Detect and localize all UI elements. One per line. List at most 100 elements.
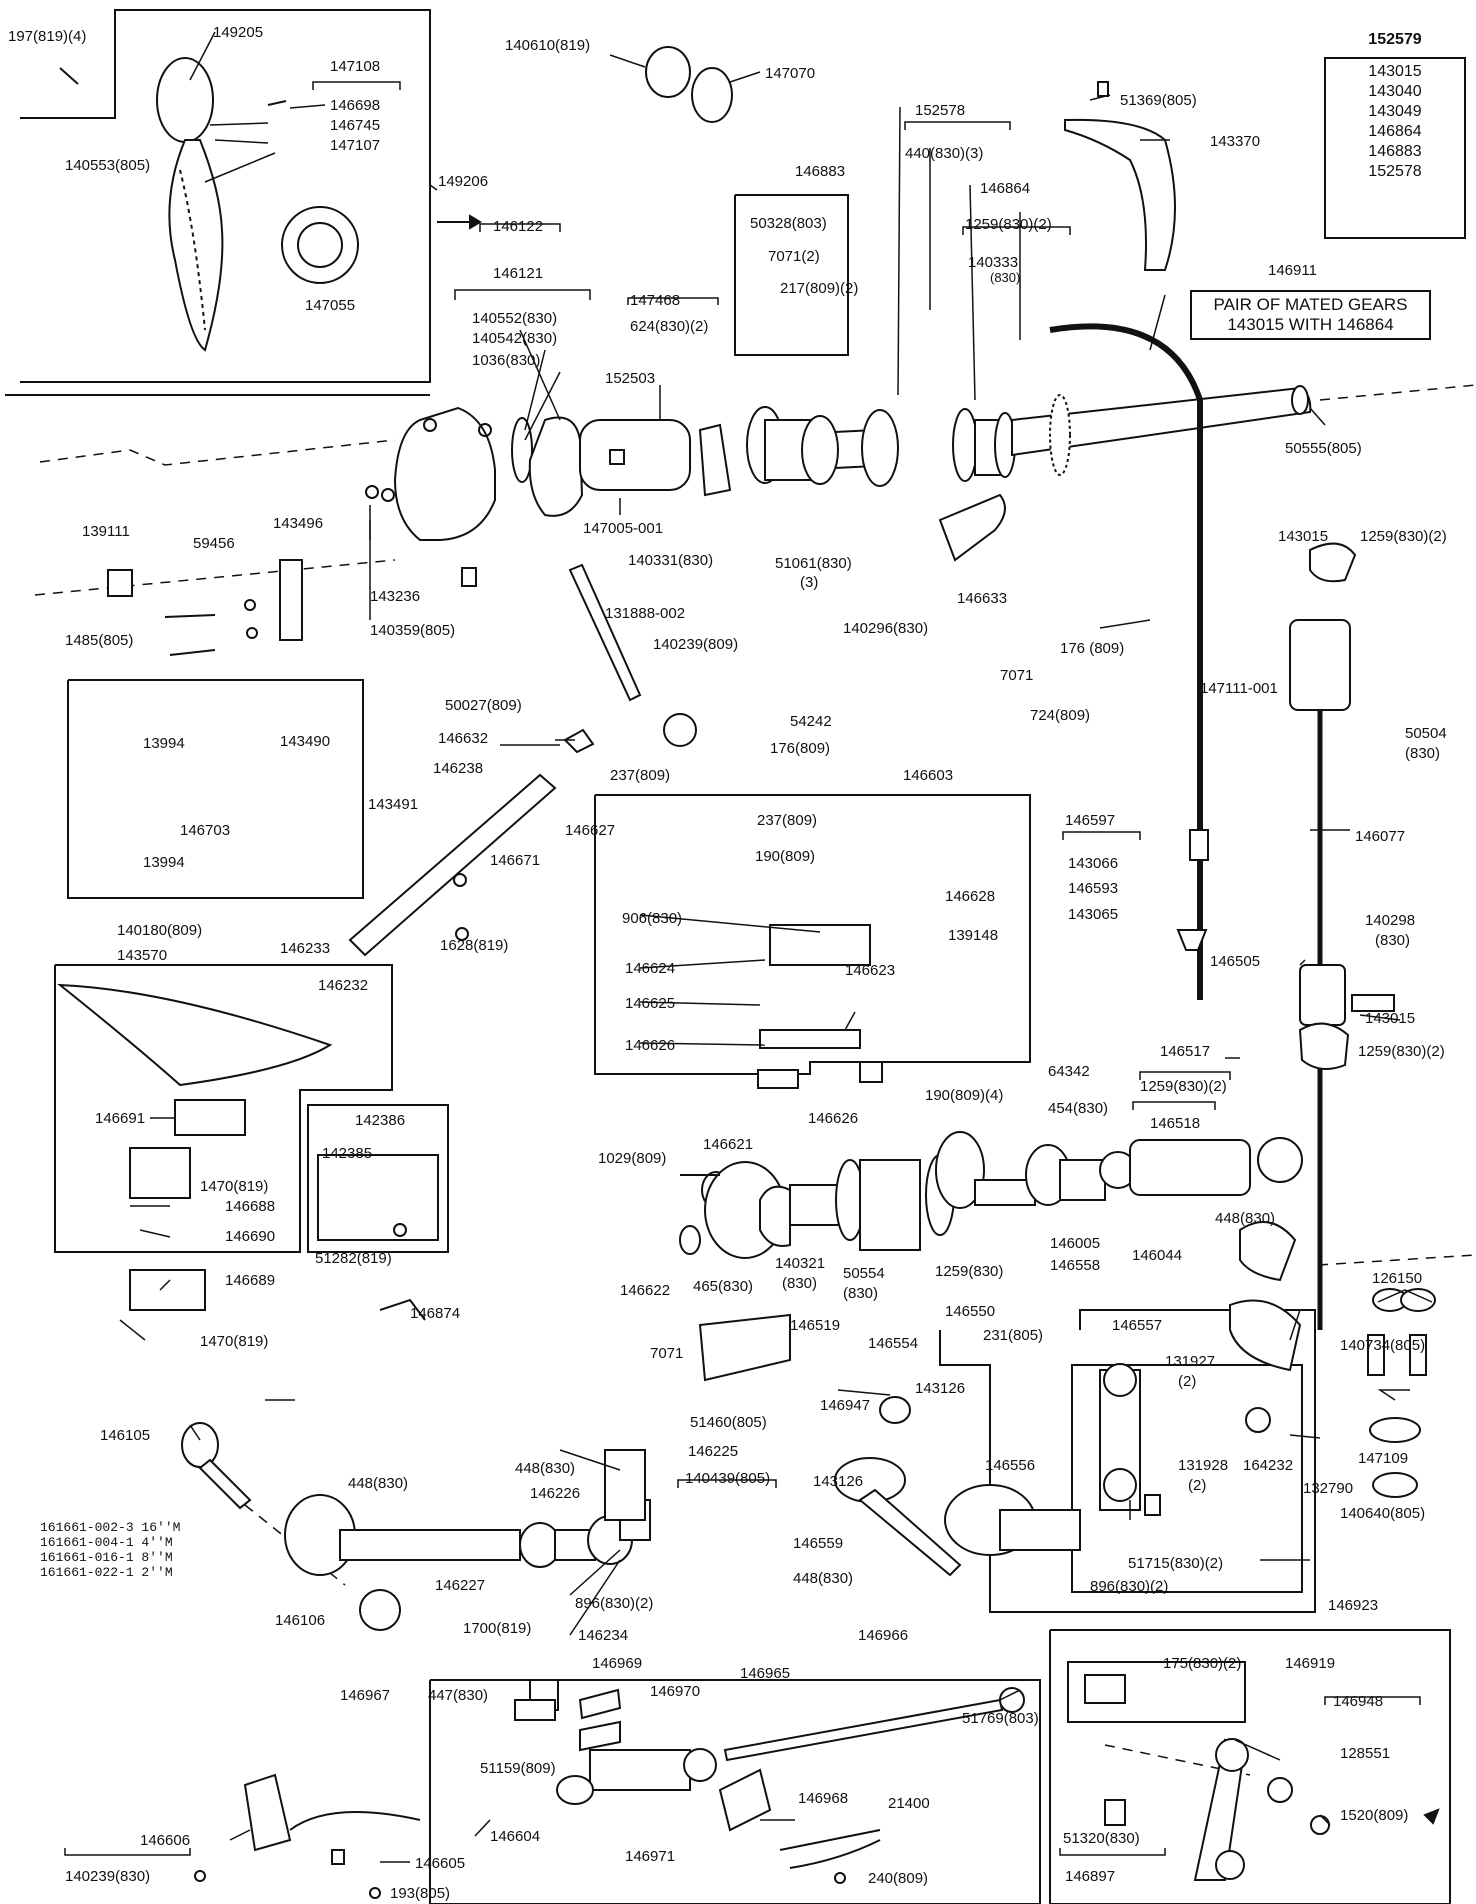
part-label: 447(830) xyxy=(428,1687,489,1704)
part-label: 146106 xyxy=(275,1612,326,1629)
part-label: 146556 xyxy=(985,1457,1036,1474)
part-label: 147107 xyxy=(330,137,381,154)
part-label: 146558 xyxy=(1050,1257,1101,1274)
upper-shaft-assembly xyxy=(393,385,1312,541)
part-label: 140333 xyxy=(968,254,1019,271)
part-label: 147005-001 xyxy=(583,520,664,537)
part-label: 51460(805) xyxy=(690,1414,767,1431)
part-label: 13994 xyxy=(143,854,185,871)
part-label: 147109 xyxy=(1358,1450,1409,1467)
part-label: 146698 xyxy=(330,97,381,114)
part-label: 146688 xyxy=(225,1198,276,1215)
part-label: 1259(830)(2) xyxy=(1358,1043,1445,1060)
kit-item: 146883 xyxy=(1368,143,1422,160)
part-label: 146105 xyxy=(100,1427,151,1444)
part-label: 50504 xyxy=(1405,725,1447,742)
part-label: 146225 xyxy=(688,1443,739,1460)
part-label: 146505 xyxy=(1210,953,1261,970)
part-label: 51369(805) xyxy=(1120,92,1197,109)
part-label: 147070 xyxy=(765,65,816,82)
part-label: 140298 xyxy=(1365,912,1416,929)
part-label: 147468 xyxy=(630,292,681,309)
part-label: 143126 xyxy=(915,1380,966,1397)
part-label: 140180(809) xyxy=(117,922,203,939)
part-label: 51320(830) xyxy=(1063,1830,1140,1847)
part-label: 176 (809) xyxy=(1060,640,1125,657)
part-label: (3) xyxy=(800,574,819,591)
part-label: 146077 xyxy=(1355,828,1406,845)
part-label: (830) xyxy=(1405,745,1441,762)
kit-item: 143049 xyxy=(1368,103,1422,120)
part-label: 146122 xyxy=(493,218,544,235)
part-label: 50554 xyxy=(843,1265,885,1282)
part-label: 440(830)(3) xyxy=(905,145,984,162)
part-label: 140610(819) xyxy=(505,37,591,54)
leader-lines xyxy=(119,31,1401,1863)
part-label: 143066 xyxy=(1068,855,1119,872)
part-label: 140359(805) xyxy=(370,622,456,639)
part-label: 146621 xyxy=(703,1136,754,1153)
part-label: (830) xyxy=(990,270,1021,285)
part-label: 13994 xyxy=(143,735,185,752)
part-label: 146703 xyxy=(180,822,231,839)
part-label: 146554 xyxy=(868,1335,919,1352)
part-label: 1036(830) xyxy=(472,352,541,369)
part-label: 140542(830) xyxy=(472,330,558,347)
part-label: 146627 xyxy=(565,822,616,839)
part-label: 1470(819) xyxy=(200,1178,269,1195)
part-label: 146233 xyxy=(280,940,331,957)
part-label: 1259(830)(2) xyxy=(1140,1078,1227,1095)
part-label: 1485(805) xyxy=(65,632,134,649)
part-label: 1259(830)(2) xyxy=(1360,528,1447,545)
part-label: 906(830) xyxy=(622,910,683,927)
kit-item: 143040 xyxy=(1368,83,1422,100)
part-label: 146971 xyxy=(625,1848,676,1865)
part-label: 146626 xyxy=(808,1110,859,1127)
part-label: 7071 xyxy=(650,1345,684,1362)
part-label: 190(809)(4) xyxy=(925,1087,1004,1104)
kit-item: 146864 xyxy=(1368,123,1422,140)
part-label: 147108 xyxy=(330,58,381,75)
part-label: 140439(805) xyxy=(685,1470,771,1487)
part-label: 146745 xyxy=(330,117,381,134)
part-label: 146691 xyxy=(95,1110,146,1127)
part-label: 146044 xyxy=(1132,1247,1183,1264)
part-label: 149206 xyxy=(438,173,489,190)
part-label: 131888-002 xyxy=(605,605,686,622)
part-label: 146625 xyxy=(625,995,676,1012)
part-label: 143490 xyxy=(280,733,331,750)
part-label: 54242 xyxy=(790,713,832,730)
kit-list: 152579 143015 143040 143049 146864 14688… xyxy=(1325,30,1465,182)
part-label: 143370 xyxy=(1210,133,1261,150)
part-label: 140640(805) xyxy=(1340,1505,1426,1522)
part-label: 1470(819) xyxy=(200,1333,269,1350)
part-label: 142386 xyxy=(355,1112,406,1129)
part-label: 448(830) xyxy=(1215,1210,1276,1227)
part-label: 142385 xyxy=(322,1145,373,1162)
part-label: 21400 xyxy=(888,1795,930,1812)
part-label: 140296(830) xyxy=(843,620,929,637)
part-label: 237(809) xyxy=(757,812,818,829)
part-label: 465(830) xyxy=(693,1278,754,1295)
part-label: 1520(809) xyxy=(1340,1807,1409,1824)
part-label: 146226 xyxy=(530,1485,581,1502)
part-label: 231(805) xyxy=(983,1327,1044,1344)
part-label: 146969 xyxy=(592,1655,643,1672)
part-label: (2) xyxy=(1188,1477,1207,1494)
part-label: 146597 xyxy=(1065,812,1116,829)
part-label: 146557 xyxy=(1112,1317,1163,1334)
part-label: 146968 xyxy=(798,1790,849,1807)
part-label: 448(830) xyxy=(515,1460,576,1477)
part-label: 7071 xyxy=(1000,667,1034,684)
thread-unit-artwork xyxy=(59,57,359,352)
part-label: 146603 xyxy=(903,767,954,784)
part-label: 51282(819) xyxy=(315,1250,392,1267)
part-label: 724(809) xyxy=(1030,707,1091,724)
part-label: 146897 xyxy=(1065,1868,1116,1885)
part-label: 147055 xyxy=(305,297,356,314)
part-label: 624(830)(2) xyxy=(630,318,709,335)
part-label: 146632 xyxy=(438,730,489,747)
part-label: 51061(830) xyxy=(775,555,852,572)
part-label: 896(830)(2) xyxy=(1090,1578,1169,1595)
